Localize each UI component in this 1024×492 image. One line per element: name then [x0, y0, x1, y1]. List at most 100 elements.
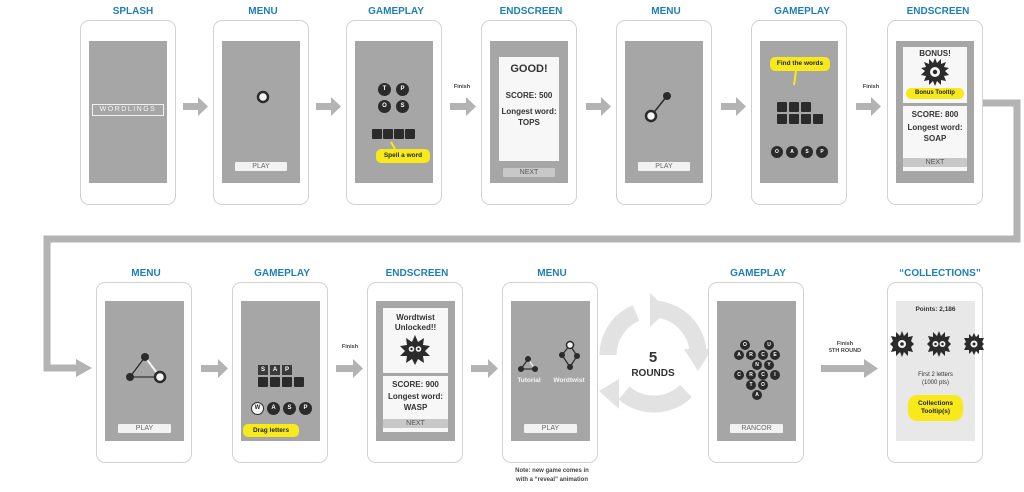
card-divider [383, 373, 448, 376]
play-button[interactable]: PLAY [638, 162, 690, 171]
letter-token[interactable]: R [746, 370, 756, 380]
fuzzy-creature-icon [927, 331, 951, 357]
fuzzy-creature-icon [921, 58, 949, 86]
letter-token[interactable]: S [283, 402, 296, 415]
letter-token[interactable]: A [734, 350, 744, 360]
word-slot [282, 377, 292, 387]
letter-token[interactable]: O [758, 380, 768, 390]
next-button[interactable]: NEXT [503, 168, 555, 177]
letter-token[interactable]: R [746, 350, 756, 360]
letter-token[interactable]: A [267, 402, 280, 415]
play-button[interactable]: PLAY [235, 162, 287, 171]
phone-endscreen-1: GOOD! SCORE: 500 Longest word: TOPS NEXT [481, 20, 577, 205]
fuzzy-creature-icon [964, 333, 984, 355]
longest-word: WASP [403, 403, 428, 412]
flow-arrows-row1 [183, 97, 881, 116]
letter-token[interactable]: C [758, 350, 768, 360]
menu-option-tutorial[interactable]: Tutorial [517, 377, 541, 384]
menu-option-wordtwist[interactable]: Wordtwist [553, 377, 585, 384]
longest-word: TOPS [518, 118, 540, 127]
letter-token[interactable]: A [752, 390, 762, 400]
bonus-tooltip: Bonus Tooltip [906, 88, 964, 99]
fuzzy-creature-icon [890, 331, 914, 357]
next-button[interactable]: NEXT [383, 419, 448, 428]
screen-gameplay-4: O U A R C E N Y C R C I T O A RANCOR [717, 301, 796, 441]
letter-token[interactable]: A [786, 146, 798, 158]
letter-token[interactable]: O [771, 146, 783, 158]
screen-menu-4: Tutorial Wordtwist PLAY [511, 301, 590, 441]
word-slot [270, 377, 280, 387]
tooltip: Find the words [770, 57, 830, 71]
tooltip-line: Tooltip(s) [920, 408, 951, 415]
rounds-count: 5 [648, 349, 658, 366]
word-slot [801, 102, 811, 112]
letter-token[interactable]: S [396, 100, 409, 113]
word-letter: A [270, 365, 280, 375]
title-endscreen-1: ENDSCREEN [499, 6, 563, 17]
letter-token[interactable]: Y [764, 360, 774, 370]
word-slot [777, 102, 787, 112]
title-menu-4: MENU [537, 268, 567, 279]
letter-token[interactable]: P [396, 83, 409, 96]
word-slot [777, 114, 787, 124]
screen-endscreen-1: GOOD! SCORE: 500 Longest word: TOPS NEXT [490, 41, 568, 183]
title-gameplay-2: GAMEPLAY [774, 6, 830, 17]
result-card: Wordtwist Unlocked!! SCORE: 900 Longest … [383, 308, 448, 432]
title-gameplay-4: GAMEPLAY [730, 268, 786, 279]
collection-caption: (1000 pts) [921, 380, 949, 386]
tooltip-pointer [793, 70, 797, 86]
score-text: SCORE: 900 [392, 380, 439, 389]
cycle-arrows-icon [599, 293, 712, 413]
collections-tooltip: Collections Tooltip(s) [908, 395, 963, 421]
phone-collections: Points: 2,186 First 2 letters (1000 pts)… [887, 282, 983, 463]
node-graph [644, 92, 671, 123]
note-text: with a “reveal” animation [515, 477, 589, 483]
letter-token[interactable]: E [770, 350, 780, 360]
screen-menu-3: PLAY [105, 301, 184, 441]
spiky-creature-icon [400, 335, 430, 365]
letter-token[interactable]: O [740, 340, 750, 350]
letter-token[interactable]: P [299, 402, 312, 415]
letter-token[interactable]: S [801, 146, 813, 158]
title-menu-3: MENU [131, 268, 161, 279]
phone-menu-1: PLAY [213, 20, 309, 205]
word-slot [372, 129, 382, 139]
letter-token[interactable]: T [746, 380, 756, 390]
word-slot [405, 129, 415, 139]
result-heading: GOOD! [510, 63, 548, 75]
phone-menu-2: PLAY [616, 20, 712, 205]
screen-gameplay-2: Find the words O A S P [760, 41, 838, 183]
phone-gameplay-4: O U A R C E N Y C R C I T O A RANCOR [708, 282, 804, 463]
play-button[interactable]: PLAY [524, 424, 577, 433]
letter-token[interactable]: O [378, 100, 391, 113]
score-text: SCORE: 800 [911, 110, 959, 119]
score-text: SCORE: 500 [505, 91, 553, 100]
phone-menu-4: Tutorial Wordtwist PLAY [502, 282, 598, 463]
longest-word-label: Longest word: [501, 107, 557, 116]
unlock-heading: Wordtwist [396, 313, 435, 322]
letter-token[interactable]: I [770, 370, 780, 380]
letter-token[interactable]: C [734, 370, 744, 380]
letter-token[interactable]: U [764, 340, 774, 350]
letter-token[interactable]: P [816, 146, 828, 158]
phone-gameplay-2: Find the words O A S P [751, 20, 847, 205]
unlock-heading: Unlocked!! [394, 323, 437, 332]
word-slot [813, 114, 823, 124]
word-button[interactable]: RANCOR [730, 424, 783, 433]
next-button[interactable]: NEXT [903, 158, 967, 167]
screen-menu-2: PLAY [625, 41, 703, 183]
longest-word-label: Longest word: [907, 123, 963, 132]
word-slot [258, 377, 268, 387]
result-card: GOOD! SCORE: 500 Longest word: TOPS [499, 57, 559, 161]
title-menu-1: MENU [248, 6, 278, 17]
word-letter: P [282, 365, 292, 375]
letter-token[interactable]: T [378, 83, 391, 96]
letter-token[interactable]: C [758, 370, 768, 380]
phone-menu-3: PLAY [96, 282, 192, 463]
title-endscreen-3: ENDSCREEN [385, 268, 449, 279]
play-button[interactable]: PLAY [118, 424, 171, 433]
finish-label: Finish [453, 84, 471, 90]
letter-token[interactable]: N [752, 360, 762, 370]
screen-splash: WORDLINGS [89, 41, 167, 183]
letter-token-selected[interactable]: W [251, 402, 264, 415]
